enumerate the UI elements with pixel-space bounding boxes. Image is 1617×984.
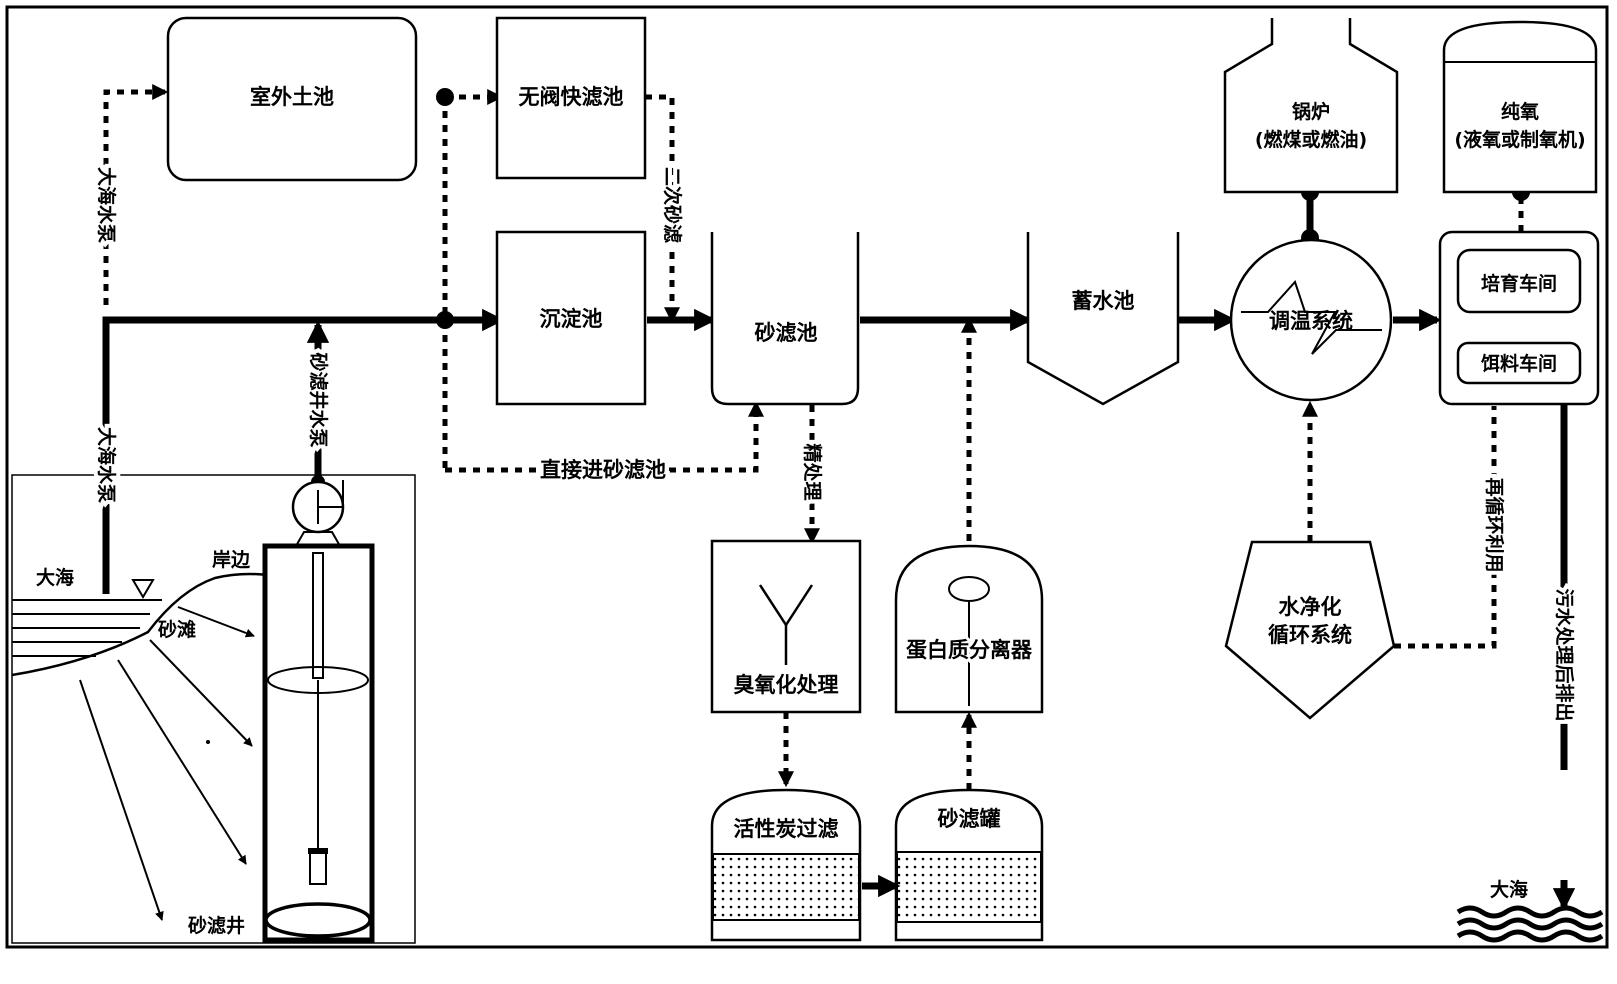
sand-canister-label: 砂滤罐 [938, 807, 1001, 831]
vertical-labels: 大海水泵 大海水泵 砂滤井水泵 二次砂滤 精处理 再循环利用 污水处理后排出 [91, 163, 1580, 726]
sea-label: 大海 [36, 566, 74, 589]
fine-treatment-label: 精处理 [801, 443, 824, 500]
well-pump-label: 砂滤井水泵 [307, 352, 329, 447]
ozone-treatment-label: 臭氧化处理 [734, 673, 839, 697]
boiler-label-line2: (燃煤或燃油) [1255, 128, 1367, 151]
sand-well-bottom [264, 902, 372, 938]
sand-filter-tank-shape [710, 232, 860, 406]
sand-canister-media [896, 851, 1042, 923]
beach-slope [11, 572, 269, 677]
water-level-marker-icon [131, 579, 155, 599]
sedimentation-tank-label: 沉淀池 [540, 307, 603, 331]
activated-carbon-label: 活性炭过滤 [734, 817, 839, 841]
boiler-shape [1223, 18, 1399, 194]
waves-icon [1456, 905, 1604, 943]
pure-oxygen-label-line1: 纯氧 [1501, 100, 1539, 123]
sea-pump-lower-label: 大海水泵 [95, 427, 118, 503]
feed-workshop-label: 饵料车间 [1480, 352, 1557, 375]
secondary-sand-label: 二次砂滤 [661, 167, 684, 243]
water-purification-shape [1224, 540, 1396, 720]
main-flow-lines [102, 195, 1576, 911]
sedimentation-tank-box [495, 230, 647, 406]
direct-to-sand-filter-label: 直接进砂滤池 [540, 458, 666, 482]
outdoor-pond-box [166, 16, 418, 182]
pure-oxygen-label-line2: (液氧或制氧机) [1454, 128, 1585, 151]
beach-label: 砂滩 [158, 618, 196, 641]
dashed-flow-lines [103, 83, 1524, 790]
feed-workshop-box [1456, 341, 1582, 385]
pure-oxygen-shape [1442, 20, 1598, 194]
breeding-workshop-box [1456, 248, 1582, 314]
valveless-filter-label: 无阀快滤池 [519, 85, 624, 109]
valveless-filter-box [495, 16, 647, 180]
water-purification-label-line2: 循环系统 [1268, 623, 1352, 647]
temp-control-label: 调温系统 [1269, 309, 1353, 333]
recycle-label: 再循环利用 [1483, 477, 1506, 572]
sand-well-label: 砂滤井 [188, 915, 245, 937]
scene-frame [11, 474, 416, 944]
protein-skimmer-label: 蛋白质分离器 [906, 638, 1033, 662]
reservoir-label: 蓄水池 [1072, 289, 1135, 313]
sea-outlet-label: 大海 [1490, 878, 1528, 901]
submersible-pump [309, 851, 327, 885]
shore-label: 岸边 [212, 549, 251, 571]
temp-control-circle [1229, 238, 1393, 402]
heating-coil-icon [1241, 280, 1382, 355]
sea-outlet: 大海 [1456, 878, 1604, 943]
breeding-workshop-label: 培育车间 [1481, 272, 1557, 295]
discharge-label: 污水处理后排出 [1553, 588, 1576, 721]
boiler-label-line1: 锅炉 [1292, 100, 1330, 123]
sea-pump-upper-label: 大海水泵 [95, 167, 118, 243]
reservoir-shape [1026, 232, 1180, 406]
water-purification-label-line1: 水净化 [1279, 595, 1342, 619]
sand-filter-tank-label: 砂滤池 [755, 321, 818, 345]
outer-frame [5, 5, 1609, 949]
outdoor-pond-label: 室外土池 [250, 85, 334, 109]
shore-scene: 大海 岸边 砂滩 砂滤井 [11, 480, 375, 943]
ozone-treatment-box [710, 539, 862, 714]
activated-carbon-media [712, 853, 860, 921]
